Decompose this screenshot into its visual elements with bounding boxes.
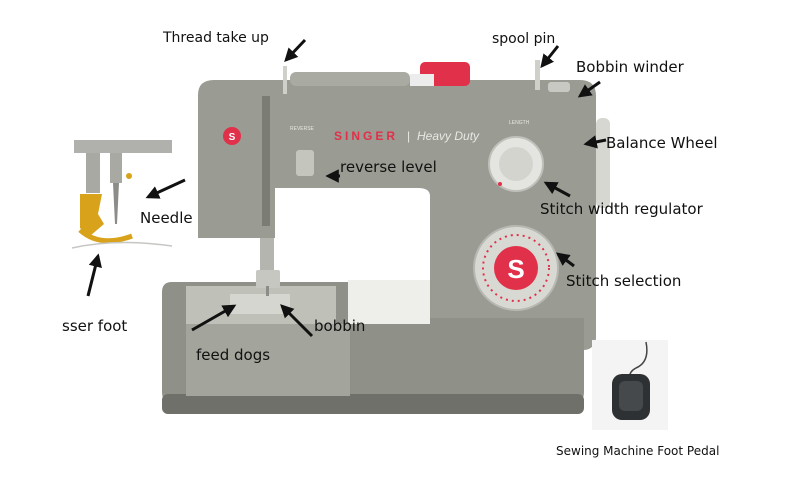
presser-bar — [86, 153, 100, 193]
needle-bar — [110, 153, 122, 183]
arrow-feed-dogs — [191, 304, 237, 332]
label-balance-wheel: Balance Wheel — [606, 134, 718, 152]
arrow-stitch-width — [543, 181, 571, 198]
arrow-balance-wheel — [583, 135, 607, 149]
needle-inset — [71, 140, 173, 249]
free-arm — [186, 324, 350, 396]
label-feed-dogs: feed dogs — [196, 346, 270, 364]
brand-divider: | — [407, 129, 410, 143]
logo-letter: S — [229, 132, 236, 143]
arrow-bobbin — [280, 304, 314, 338]
label-needle: Needle — [140, 209, 193, 227]
fabric-line — [71, 241, 173, 249]
feed-dog-area — [230, 294, 290, 314]
bobbin-winder-part — [548, 82, 570, 92]
needle-shaft — [113, 183, 119, 224]
take-up-slot — [262, 96, 270, 226]
label-bobbin-winder: Bobbin winder — [576, 58, 685, 76]
length-text: LENGTH — [509, 120, 530, 126]
dial-mark — [498, 182, 502, 186]
label-foot-pedal: Sewing Machine Foot Pedal — [556, 444, 719, 458]
label-stitch-width-regulator: Stitch width regulator — [540, 200, 704, 218]
inset-arm — [74, 140, 172, 153]
top-cover — [290, 72, 410, 86]
arrow-needle — [145, 178, 186, 199]
stitch-selection-marks — [482, 234, 550, 302]
label-bobbin: bobbin — [314, 317, 365, 335]
bobbin-cover — [348, 280, 430, 324]
spool-pin — [535, 60, 540, 90]
model-name: Heavy Duty — [417, 129, 480, 143]
label-thread-take-up: Thread take up — [162, 30, 269, 46]
arrows — [86, 38, 607, 338]
balance-wheel — [596, 118, 610, 208]
label-spool-pin: spool pin — [492, 31, 555, 47]
arrow-bobbin-winder — [577, 80, 601, 98]
sewing-machine: S SINGER | Heavy Duty REVERSE LENGTH S — [162, 60, 610, 414]
machine-pillar — [430, 100, 596, 350]
arrow-presser-foot — [86, 253, 102, 297]
brand-name: SINGER — [334, 129, 398, 143]
take-up-pin — [283, 66, 287, 94]
label-stitch-selection: Stitch selection — [566, 272, 681, 290]
presser-foot-toe — [78, 228, 133, 244]
reverse-lever — [296, 150, 314, 176]
stitch-selection-letter: S — [507, 254, 524, 284]
foot-pedal-photo — [592, 340, 668, 430]
arrow-spool-pin — [540, 45, 560, 69]
presser-foot-shape — [80, 194, 104, 236]
label-presser-foot: sser foot — [62, 317, 127, 335]
reverse-text: REVERSE — [290, 126, 315, 132]
stitch-width-dial-center — [499, 147, 533, 181]
label-reverse-level: reverse level — [340, 158, 437, 176]
spool-cap — [410, 74, 434, 86]
arrow-thread-take-up — [284, 38, 307, 62]
needle-clamp — [260, 238, 274, 272]
machine-base-edge — [162, 394, 584, 414]
logo-badge — [223, 127, 241, 145]
machine-presser-foot — [256, 270, 280, 288]
arrow-stitch-selection — [555, 252, 575, 268]
thread-guide — [126, 173, 132, 179]
foot-pedal-top — [619, 381, 643, 411]
stitch-selection-knob — [494, 246, 538, 290]
machine-needle — [266, 286, 269, 296]
